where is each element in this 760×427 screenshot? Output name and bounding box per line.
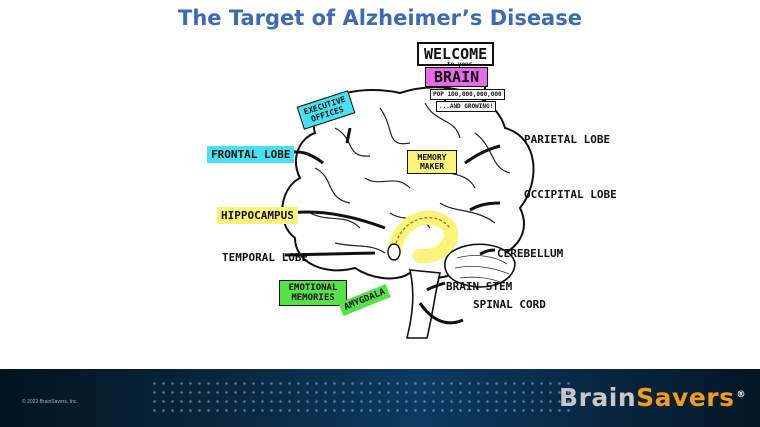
label-occipital-lobe: OCCIPITAL LOBE <box>524 188 617 201</box>
label-emotional-memories: EMOTIONAL MEMORIES <box>279 280 347 306</box>
logo-savers-text: Savers <box>636 383 735 412</box>
welcome-sign-subtitle: to your <box>447 61 473 68</box>
welcome-sign-brain: BRAIN <box>425 67 489 87</box>
brain-folds <box>309 102 511 254</box>
footer-banner: © 2022 BrainSavers, Inc. BrainSavers® <box>0 369 760 427</box>
welcome-sign-population: POP 100,000,000,000 <box>430 89 505 100</box>
label-spinal-cord: SPINAL CORD <box>473 298 546 311</box>
registered-mark-icon: ® <box>736 389 746 400</box>
welcome-sign-growing: ...AND GROWING! <box>436 101 497 112</box>
cerebellum-shape <box>444 243 516 288</box>
brainsavers-logo: BrainSavers® <box>559 383 746 412</box>
label-temporal-lobe: TEMPORAL LOBE <box>222 251 309 264</box>
label-brain-stem: BRAIN STEM <box>446 280 513 293</box>
brain-stem-shape <box>405 269 442 339</box>
copyright-text: © 2022 BrainSavers, Inc. <box>22 399 78 405</box>
label-parietal-lobe: PARIETAL LOBE <box>524 133 611 146</box>
label-hippocampus: HIPPOCAMPUS <box>217 207 298 224</box>
logo-brain-text: Brain <box>559 383 637 412</box>
label-cerebellum: CEREBELLUM <box>497 247 564 260</box>
welcome-sign-title: WELCOME <box>417 42 495 66</box>
label-memory-maker: MEMORY MAKER <box>407 150 457 174</box>
brain-illustration <box>281 78 535 339</box>
label-frontal-lobe: FRONTAL LOBE <box>207 146 295 163</box>
footer-dot-pattern <box>150 379 570 415</box>
slide-title: The Target of Alzheimer’s Disease <box>178 6 582 30</box>
